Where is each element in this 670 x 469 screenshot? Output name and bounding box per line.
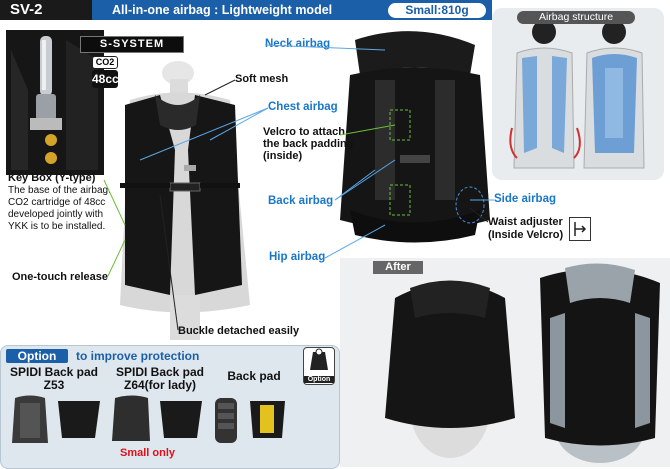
keybox-line: The base of the airbag.: [8, 185, 111, 196]
soft-mesh-label: Soft mesh: [235, 73, 289, 85]
s-system-photo: [6, 30, 104, 175]
cartridge-illustration: [6, 30, 104, 175]
model-name: SV-2: [10, 1, 43, 18]
back-vest-photo: [340, 31, 490, 243]
co2-label: CO2: [92, 56, 118, 69]
airbag-structure-panel: [492, 8, 664, 180]
keybox-line: CO2 cartridge of 48cc: [8, 197, 106, 208]
buckle-label: Buckle detached easily: [178, 325, 300, 337]
waist-adjuster-label: Waist adjuster (Inside Velcro): [488, 216, 563, 242]
option-item-line: Z53: [43, 378, 65, 392]
page-title: All-in-one airbag : Lightweight model: [112, 3, 333, 17]
chest-airbag-label: Chest airbag: [268, 101, 338, 113]
waist-adjuster-icon: [569, 217, 591, 241]
model-badge: SV-2: [0, 0, 92, 20]
option-item-back-pad: Back pad: [214, 370, 294, 383]
hip-airbag-label: Hip airbag: [269, 251, 326, 263]
s-system-logo: S-SYSTEM: [80, 36, 184, 53]
option-item-line: SPIDI Back pad: [9, 365, 99, 379]
small-only-note: Small only: [120, 447, 176, 459]
option-item-line: SPIDI Back pad: [115, 365, 205, 379]
keybox-line: developed jointly with: [8, 209, 104, 220]
capacity-badge: 48cc: [92, 70, 119, 88]
keybox-line: YKK is to be installed.: [8, 221, 106, 232]
after-inflation-panel: [340, 258, 670, 467]
front-vest-photo: [120, 61, 250, 340]
velcro-line: (inside): [263, 150, 303, 162]
vest-icon: [310, 348, 328, 370]
option-item-z53: SPIDI Back pad Z53: [8, 366, 100, 392]
velcro-line: Velcro to attach: [263, 126, 345, 138]
waist-line: (Inside Velcro): [488, 229, 564, 241]
option-subtitle: to improve protection: [76, 349, 200, 363]
option-icon-label: Option: [304, 376, 334, 383]
velcro-line: the back padding: [263, 138, 354, 150]
option-item-z64: SPIDI Back pad Z64(for lady): [110, 366, 210, 392]
weight-badge: Small:810g: [388, 3, 486, 18]
option-pads-photo: [12, 395, 285, 443]
velcro-label: Velcro to attach the back padding (insid…: [263, 126, 353, 162]
back-airbag-label: Back airbag: [268, 195, 334, 207]
option-item-line: Back pad: [227, 369, 281, 383]
keybox-title: Key Box (Y-type): [8, 172, 96, 184]
after-label: After: [373, 261, 423, 274]
waist-line: Waist adjuster: [488, 216, 563, 228]
option-icon: Option: [303, 347, 335, 385]
one-touch-release-label: One-touch release: [12, 271, 108, 283]
option-tag: Option: [6, 349, 68, 363]
side-airbag-label: Side airbag: [494, 193, 556, 205]
airbag-structure-illustration: [509, 20, 645, 169]
option-item-line: Z64(for lady): [123, 378, 196, 392]
airbag-structure-label: Airbag structure: [517, 11, 635, 24]
keybox-description: Key Box (Y-type) The base of the airbag.…: [8, 172, 126, 233]
after-inflation-photo: [385, 263, 660, 463]
